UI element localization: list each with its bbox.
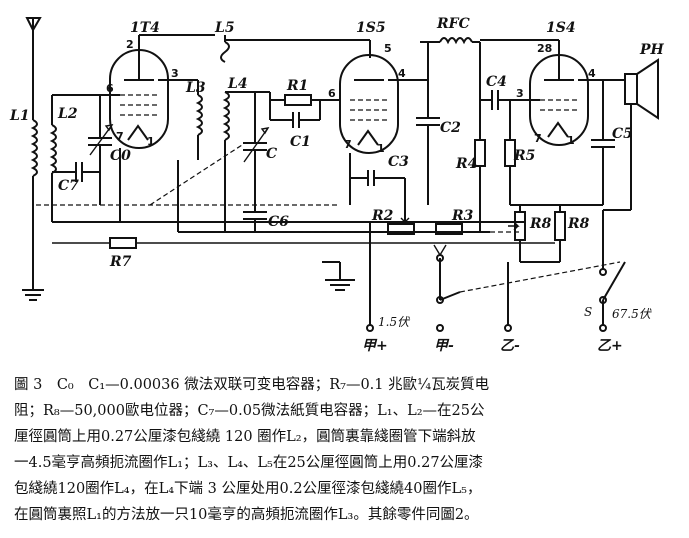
resistor-R2	[387, 212, 415, 235]
switch-label: S	[584, 305, 592, 319]
label-R8b: R8	[567, 216, 590, 232]
capacitor-C4	[480, 90, 540, 110]
caption-line: 阻；R₈—50,000歐电位器；C₇—0.05微法紙質电容器；L₁、L₂—在25…	[14, 403, 485, 419]
figure-caption: 圖 3 C₀ C₁—0.00036 微法双联可变电容器；R₇—0.1 兆歐¼瓦炭…	[14, 372, 679, 528]
caption-line: 圖 3 C₀ C₁—0.00036 微法双联可变电容器；R₇—0.1 兆歐¼瓦炭…	[14, 377, 490, 393]
svg-text:7: 7	[116, 130, 124, 143]
capacitor-C	[243, 92, 270, 205]
label-R8a: R8	[529, 216, 552, 232]
svg-text:乙+: 乙+	[597, 338, 623, 354]
resistor-R4	[474, 100, 486, 232]
svg-text:7: 7	[534, 132, 542, 145]
capacitor-C2	[405, 42, 440, 205]
coil-L1	[30, 119, 38, 290]
terminal-a-minus[interactable]	[436, 324, 444, 332]
coil-L2	[49, 94, 100, 205]
svg-text:甲+: 甲+	[362, 338, 388, 354]
tube1-name: 1T4	[130, 20, 160, 36]
svg-text:3: 3	[171, 67, 179, 80]
label-R2: R2	[371, 208, 394, 224]
label-L1: L1	[9, 108, 30, 124]
coil-L5	[220, 35, 371, 63]
caption-line: 一4.5毫亨高頻扼流圈作L₁；L₃、L₄、L₅在25公厘徑圓筒上用0.27公厘漆	[14, 455, 484, 471]
svg-text:28: 28	[537, 42, 552, 55]
label-R4: R4	[455, 156, 477, 172]
circuit-diagram: L1 L2 C0 C7 R7	[9, 16, 665, 354]
svg-text:5: 5	[384, 42, 392, 55]
ground-icon	[22, 289, 44, 301]
svg-text:甲-: 甲-	[434, 338, 454, 354]
svg-text:1: 1	[567, 134, 575, 147]
label-L2: L2	[57, 106, 78, 122]
tube3-name: 1S4	[546, 20, 576, 36]
svg-text:6: 6	[328, 87, 336, 100]
svg-text:4: 4	[398, 67, 406, 80]
label-L3: L3	[185, 80, 206, 96]
svg-text:6: 6	[106, 82, 114, 95]
resistor-R8b	[554, 205, 566, 241]
svg-text:67.5伏: 67.5伏	[612, 307, 653, 321]
label-R3: R3	[451, 208, 474, 224]
resistor-R3	[435, 223, 463, 235]
label-R1: R1	[286, 78, 308, 94]
speaker-icon	[603, 58, 659, 211]
caption-line: 在圓筒裏照L₁的方法放一只10毫亨的高頻扼流圈作L₃。其餘零件同圖2。	[14, 507, 479, 523]
tube-1S4	[529, 40, 603, 146]
capacitor-C7	[52, 162, 100, 182]
tube-1T4	[100, 35, 180, 149]
terminal-b-minus[interactable]	[504, 324, 512, 332]
svg-text:4: 4	[588, 67, 596, 80]
svg-text:1.5伏: 1.5伏	[378, 315, 411, 329]
terminal-a-plus[interactable]	[366, 324, 374, 332]
capacitor-C0	[88, 95, 114, 205]
coil-L4	[222, 91, 270, 232]
svg-text:1: 1	[377, 142, 385, 155]
capacitor-C6	[243, 205, 267, 232]
label-C3: C3	[388, 154, 409, 170]
choke-RFC	[420, 37, 481, 100]
terminal-b-plus[interactable]	[599, 324, 607, 332]
svg-text:1: 1	[147, 135, 155, 148]
ground-icon	[322, 261, 355, 291]
label-L5: L5	[214, 20, 235, 36]
label-C6: C6	[268, 214, 289, 230]
tube-1S5	[339, 54, 405, 154]
label-C: C	[266, 146, 277, 162]
label-C5: C5	[612, 126, 633, 142]
resistor-R5	[504, 100, 516, 205]
capacitor-C1	[269, 100, 321, 128]
antenna-icon	[25, 17, 42, 120]
svg-text:乙-: 乙-	[500, 338, 520, 354]
caption-line: 包綫繞120圈作L₄，在L₄下端 3 公厘处用0.2公厘徑漆包綫繞40圈作L₅，	[14, 481, 482, 497]
label-C2: C2	[440, 120, 461, 136]
svg-text:7: 7	[344, 138, 352, 151]
label-L4: L4	[227, 76, 248, 92]
label-C1: C1	[290, 134, 311, 150]
label-R7: R7	[109, 254, 132, 270]
tube2-name: 1S5	[356, 20, 386, 36]
caption-line: 厘徑圓筒上用0.27公厘漆包綫繞 120 圈作L₂，圓筒裏靠綫圈管下端斜放	[14, 429, 476, 445]
capacitor-C5	[591, 80, 615, 205]
label-C4: C4	[486, 74, 507, 90]
label-PH: PH	[639, 42, 665, 58]
label-RFC: RFC	[436, 16, 470, 32]
label-R5: R5	[513, 148, 535, 164]
resistor-R7	[109, 237, 555, 249]
label-C7: C7	[58, 178, 79, 194]
svg-text:3: 3	[516, 87, 524, 100]
resistor-R1	[269, 92, 340, 106]
svg-text:2: 2	[126, 38, 134, 51]
